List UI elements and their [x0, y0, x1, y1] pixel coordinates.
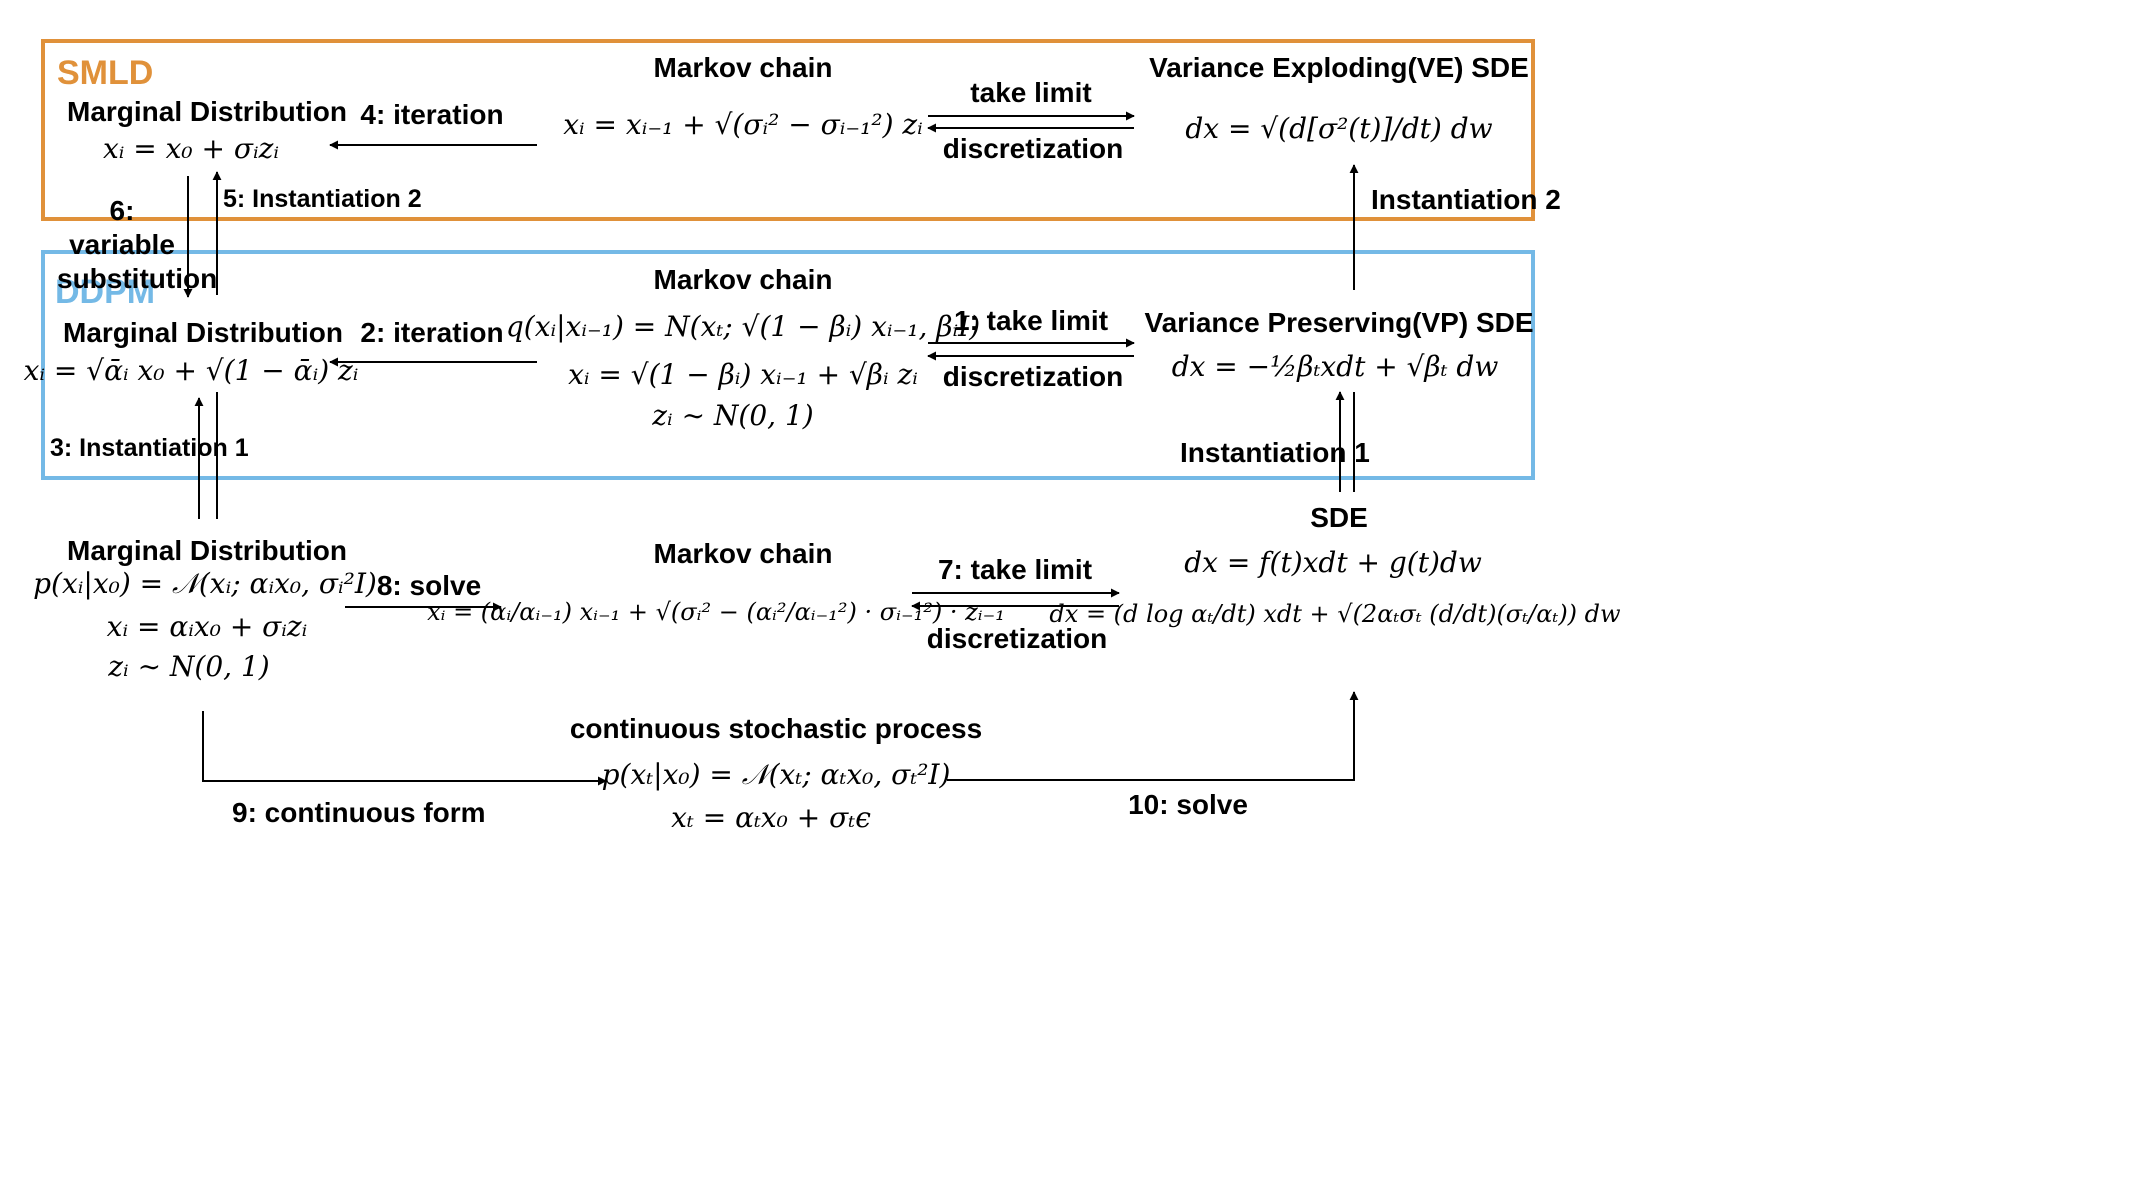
- smld-markov-title: Markov chain: [653, 52, 833, 83]
- smld-markov-equation: xᵢ = xᵢ₋₁ + √(σᵢ² − σᵢ₋₁²) zᵢ: [563, 108, 923, 141]
- ve-sde-equation: dx = √(d[σ²(t)]/dt) dw: [1185, 112, 1493, 145]
- ddpm-take-limit-label: 1: take limit: [953, 305, 1109, 336]
- process-equation-1: p(xₜ|x₀) = 𝒩(xₜ; αₜx₀, σₜ²I): [601, 758, 951, 791]
- ddpm-markov-title: Markov chain: [653, 264, 833, 295]
- arrow-continuous-form: [202, 711, 607, 786]
- general-marginal-equation-3: zᵢ ∼ N(0, 1): [108, 650, 270, 683]
- vp-sde-equation: dx = −½βₜxdt + √βₜ dw: [1171, 350, 1499, 383]
- sde-equation-1: dx = f(t)xdt + g(t)dw: [1184, 546, 1482, 579]
- instantiation-2-left-label: 5: Instantiation 2: [223, 185, 422, 213]
- smld-instantiation-2-label: Instantiation 2: [1371, 184, 1561, 215]
- process-title: continuous stochastic process: [569, 713, 983, 744]
- smld-take-limit-label: take limit: [970, 77, 1092, 108]
- ddpm-iteration-label: 2: iteration: [360, 317, 504, 348]
- smld-marginal-title: Marginal Distribution: [67, 96, 347, 127]
- ddpm-instantiation-1-label: Instantiation 1: [1180, 437, 1370, 468]
- general-take-limit-label: 7: take limit: [937, 554, 1093, 585]
- instantiation-1-left-label: 3: Instantiation 1: [50, 434, 249, 462]
- ddpm-discretization-label: discretization: [942, 361, 1124, 392]
- process-equation-2: xₜ = αₜx₀ + σₜϵ: [671, 801, 871, 834]
- arrow-solve-10: [947, 691, 1359, 781]
- continuous-form-label: 9: continuous form: [232, 797, 486, 828]
- smld-discretization-label: discretization: [942, 133, 1124, 164]
- ddpm-markov-equation-1: q(xᵢ|xᵢ₋₁) = N(xₜ; √(1 − βᵢ) xᵢ₋₁, βᵢI): [505, 310, 981, 343]
- solve-10-label: 10: solve: [1128, 789, 1248, 820]
- ddpm-markov-equation-2: xᵢ = √(1 − βᵢ) xᵢ₋₁ + √βᵢ zᵢ: [568, 358, 918, 391]
- ddpm-marginal-title: Marginal Distribution: [63, 317, 343, 348]
- vp-sde-title: Variance Preserving(VP) SDE: [1144, 307, 1534, 338]
- solve-8-label: 8: solve: [376, 570, 482, 601]
- general-discretization-label: discretization: [926, 623, 1108, 654]
- ddpm-marginal-equation: xᵢ = √ᾱᵢ x₀ + √(1 − ᾱᵢ) zᵢ: [23, 354, 359, 387]
- ddpm-title: DDPM: [55, 273, 156, 311]
- general-markov-title: Markov chain: [653, 538, 833, 569]
- general-marginal-title: Marginal Distribution: [67, 535, 347, 566]
- general-marginal-equation-1: p(xᵢ|x₀) = 𝒩(xᵢ; αᵢx₀, σᵢ²I): [33, 567, 377, 600]
- smld-marginal-equation: xᵢ = x₀ + σᵢzᵢ: [102, 132, 280, 165]
- smld-title: SMLD: [57, 54, 154, 92]
- ddpm-box: [41, 250, 1535, 480]
- ve-sde-title: Variance Exploding(VE) SDE: [1149, 52, 1529, 83]
- smld-box: [41, 39, 1535, 221]
- sde-title: SDE: [1310, 502, 1368, 533]
- general-marginal-equation-2: xᵢ = αᵢx₀ + σᵢzᵢ: [106, 610, 308, 643]
- sde-equation-2: dx = (d log αₜ/dt) xdt + √(2αₜσₜ (d/dt)(…: [1049, 600, 1621, 628]
- variable-substitution-label: 6: variable substitution: [57, 195, 218, 294]
- smld-iteration-label: 4: iteration: [360, 99, 504, 130]
- general-markov-equation: xᵢ = (αᵢ/αᵢ₋₁) xᵢ₋₁ + √(σᵢ² − (αᵢ²/αᵢ₋₁²…: [427, 598, 1005, 626]
- ddpm-markov-equation-3: zᵢ ∼ N(0, 1): [652, 399, 814, 432]
